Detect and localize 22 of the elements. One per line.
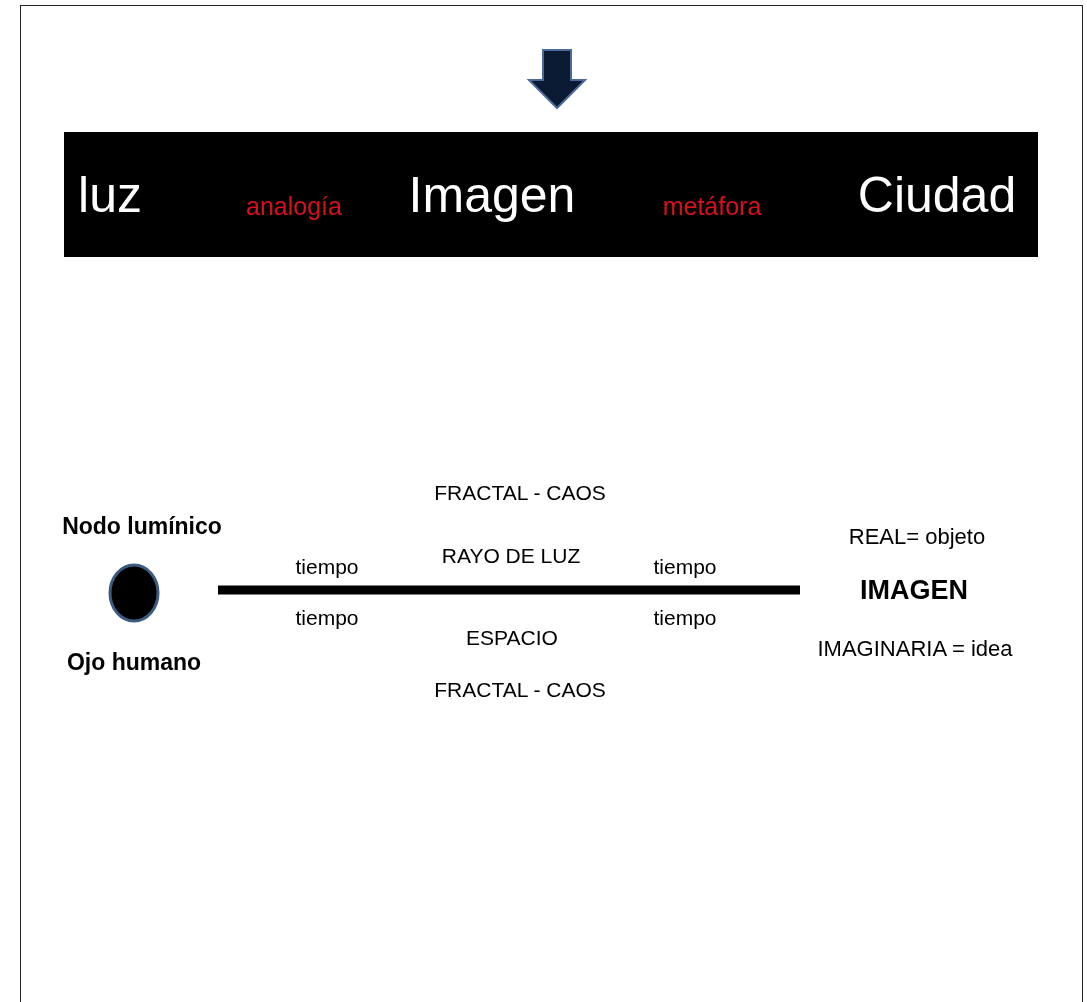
dot-circle bbox=[108, 563, 160, 623]
node-caption: REAL= objeto bbox=[848, 524, 986, 550]
annotation-text: FRACTAL - CAOS bbox=[434, 481, 606, 505]
annotation-text: tiempo bbox=[295, 555, 359, 579]
node-caption: Nodo lumínico bbox=[62, 514, 222, 540]
relation-word: analogía bbox=[246, 193, 342, 221]
concept-word: Imagen bbox=[408, 167, 576, 223]
concept-label: IMAGEN bbox=[860, 576, 968, 606]
node-caption: Ojo humano bbox=[66, 650, 202, 676]
block-arrow bbox=[526, 49, 588, 110]
annotation-text: tiempo bbox=[653, 606, 717, 630]
relation-word: metáfora bbox=[662, 193, 762, 221]
title-band bbox=[64, 132, 1038, 257]
light-ray-line bbox=[218, 585, 800, 595]
annotation-text: FRACTAL - CAOS bbox=[434, 678, 606, 702]
annotation-text: ESPACIO bbox=[466, 626, 558, 650]
annotation-text: tiempo bbox=[295, 606, 359, 630]
annotation-text: tiempo bbox=[653, 555, 717, 579]
annotation-text: RAYO DE LUZ bbox=[441, 544, 581, 568]
concept-word: luz bbox=[78, 167, 142, 223]
concept-word: Ciudad bbox=[857, 167, 1017, 223]
node-caption: IMAGINARIA = idea bbox=[817, 636, 1013, 662]
